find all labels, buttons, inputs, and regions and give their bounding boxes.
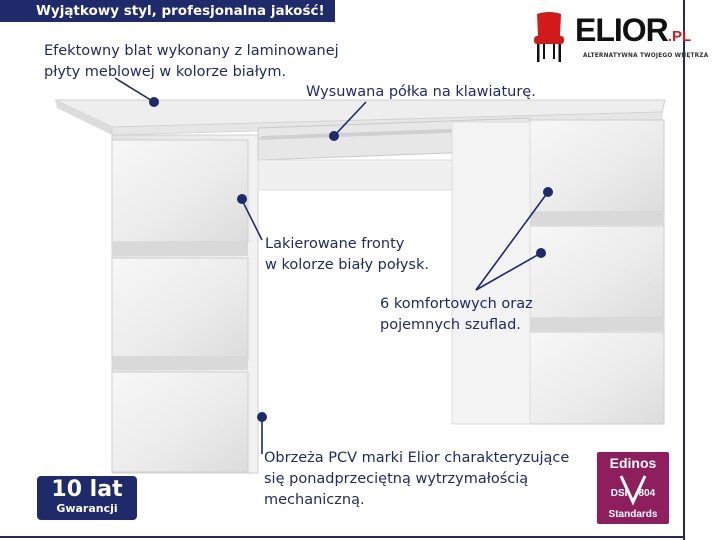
frame-bottom-border — [0, 536, 685, 538]
callout-edges-line3: mechaniczną. — [264, 492, 365, 508]
right-cabinet — [451, 119, 665, 425]
callout-desk-top: Efektowny blat wykonany z laminowanej pł… — [44, 41, 339, 83]
logo-name: ELIOR — [575, 12, 669, 48]
callout-fronts-line2: w kolorze biały połysk. — [265, 257, 429, 273]
callout-fronts: Lakierowane fronty w kolorze biały połys… — [265, 234, 429, 276]
callout-keyboard-shelf: Wysuwana półka na klawiaturę. — [306, 82, 536, 103]
certificate-code: DSI 804 — [597, 488, 669, 500]
certificate-brand: Edinos — [609, 455, 657, 471]
frame-right-border — [683, 0, 685, 540]
logo-wordmark: ELIOR.PL — [575, 12, 691, 55]
callout-drawers-line1: 6 komfortowych oraz — [380, 296, 533, 312]
callout-edges: Obrzeża PCV marki Elior charakteryzujące… — [264, 448, 569, 511]
callout-edges-line1: Obrzeża PCV marki Elior charakteryzujące — [264, 450, 570, 466]
certificate-code-left: DSI — [610, 488, 628, 499]
callout-drawers-line2: pojemnych szuflad. — [380, 317, 521, 333]
certificate-badge: Edinos DSI 804 Standards — [597, 452, 669, 524]
certificate-standard: Standards — [608, 509, 658, 520]
callout-drawers: 6 komfortowych oraz pojemnych szuflad. — [380, 294, 533, 336]
callout-desk-top-line2: płyty meblowej w kolorze białym. — [44, 64, 287, 80]
chair-icon — [534, 12, 564, 62]
left-cabinet — [111, 134, 259, 474]
callout-edges-line2: się ponadprzeciętną wytrzymałością — [264, 471, 529, 487]
check-icon — [619, 475, 647, 506]
logo-tagline: ALTERNATYWNA TWOJEGO WNĘTRZA — [583, 53, 709, 59]
warranty-years: 10 lat — [51, 477, 123, 502]
banner-heading: Wyjątkowy styl, profesjonalna jakość! — [0, 0, 335, 22]
callout-keyboard-shelf-line1: Wysuwana półka na klawiaturę. — [306, 84, 536, 100]
certificate-code-right: 804 — [638, 488, 656, 499]
callout-desk-top-line1: Efektowny blat wykonany z laminowanej — [44, 43, 339, 59]
logo-suffix: .PL — [667, 28, 692, 45]
warranty-label: Gwarancji — [56, 502, 118, 515]
callout-fronts-line1: Lakierowane fronty — [265, 236, 405, 252]
warranty-badge: 10 lat Gwarancji — [37, 476, 137, 520]
elior-logo: ELIOR.PL ALTERNATYWNA TWOJEGO WNĘTRZA — [527, 8, 708, 70]
